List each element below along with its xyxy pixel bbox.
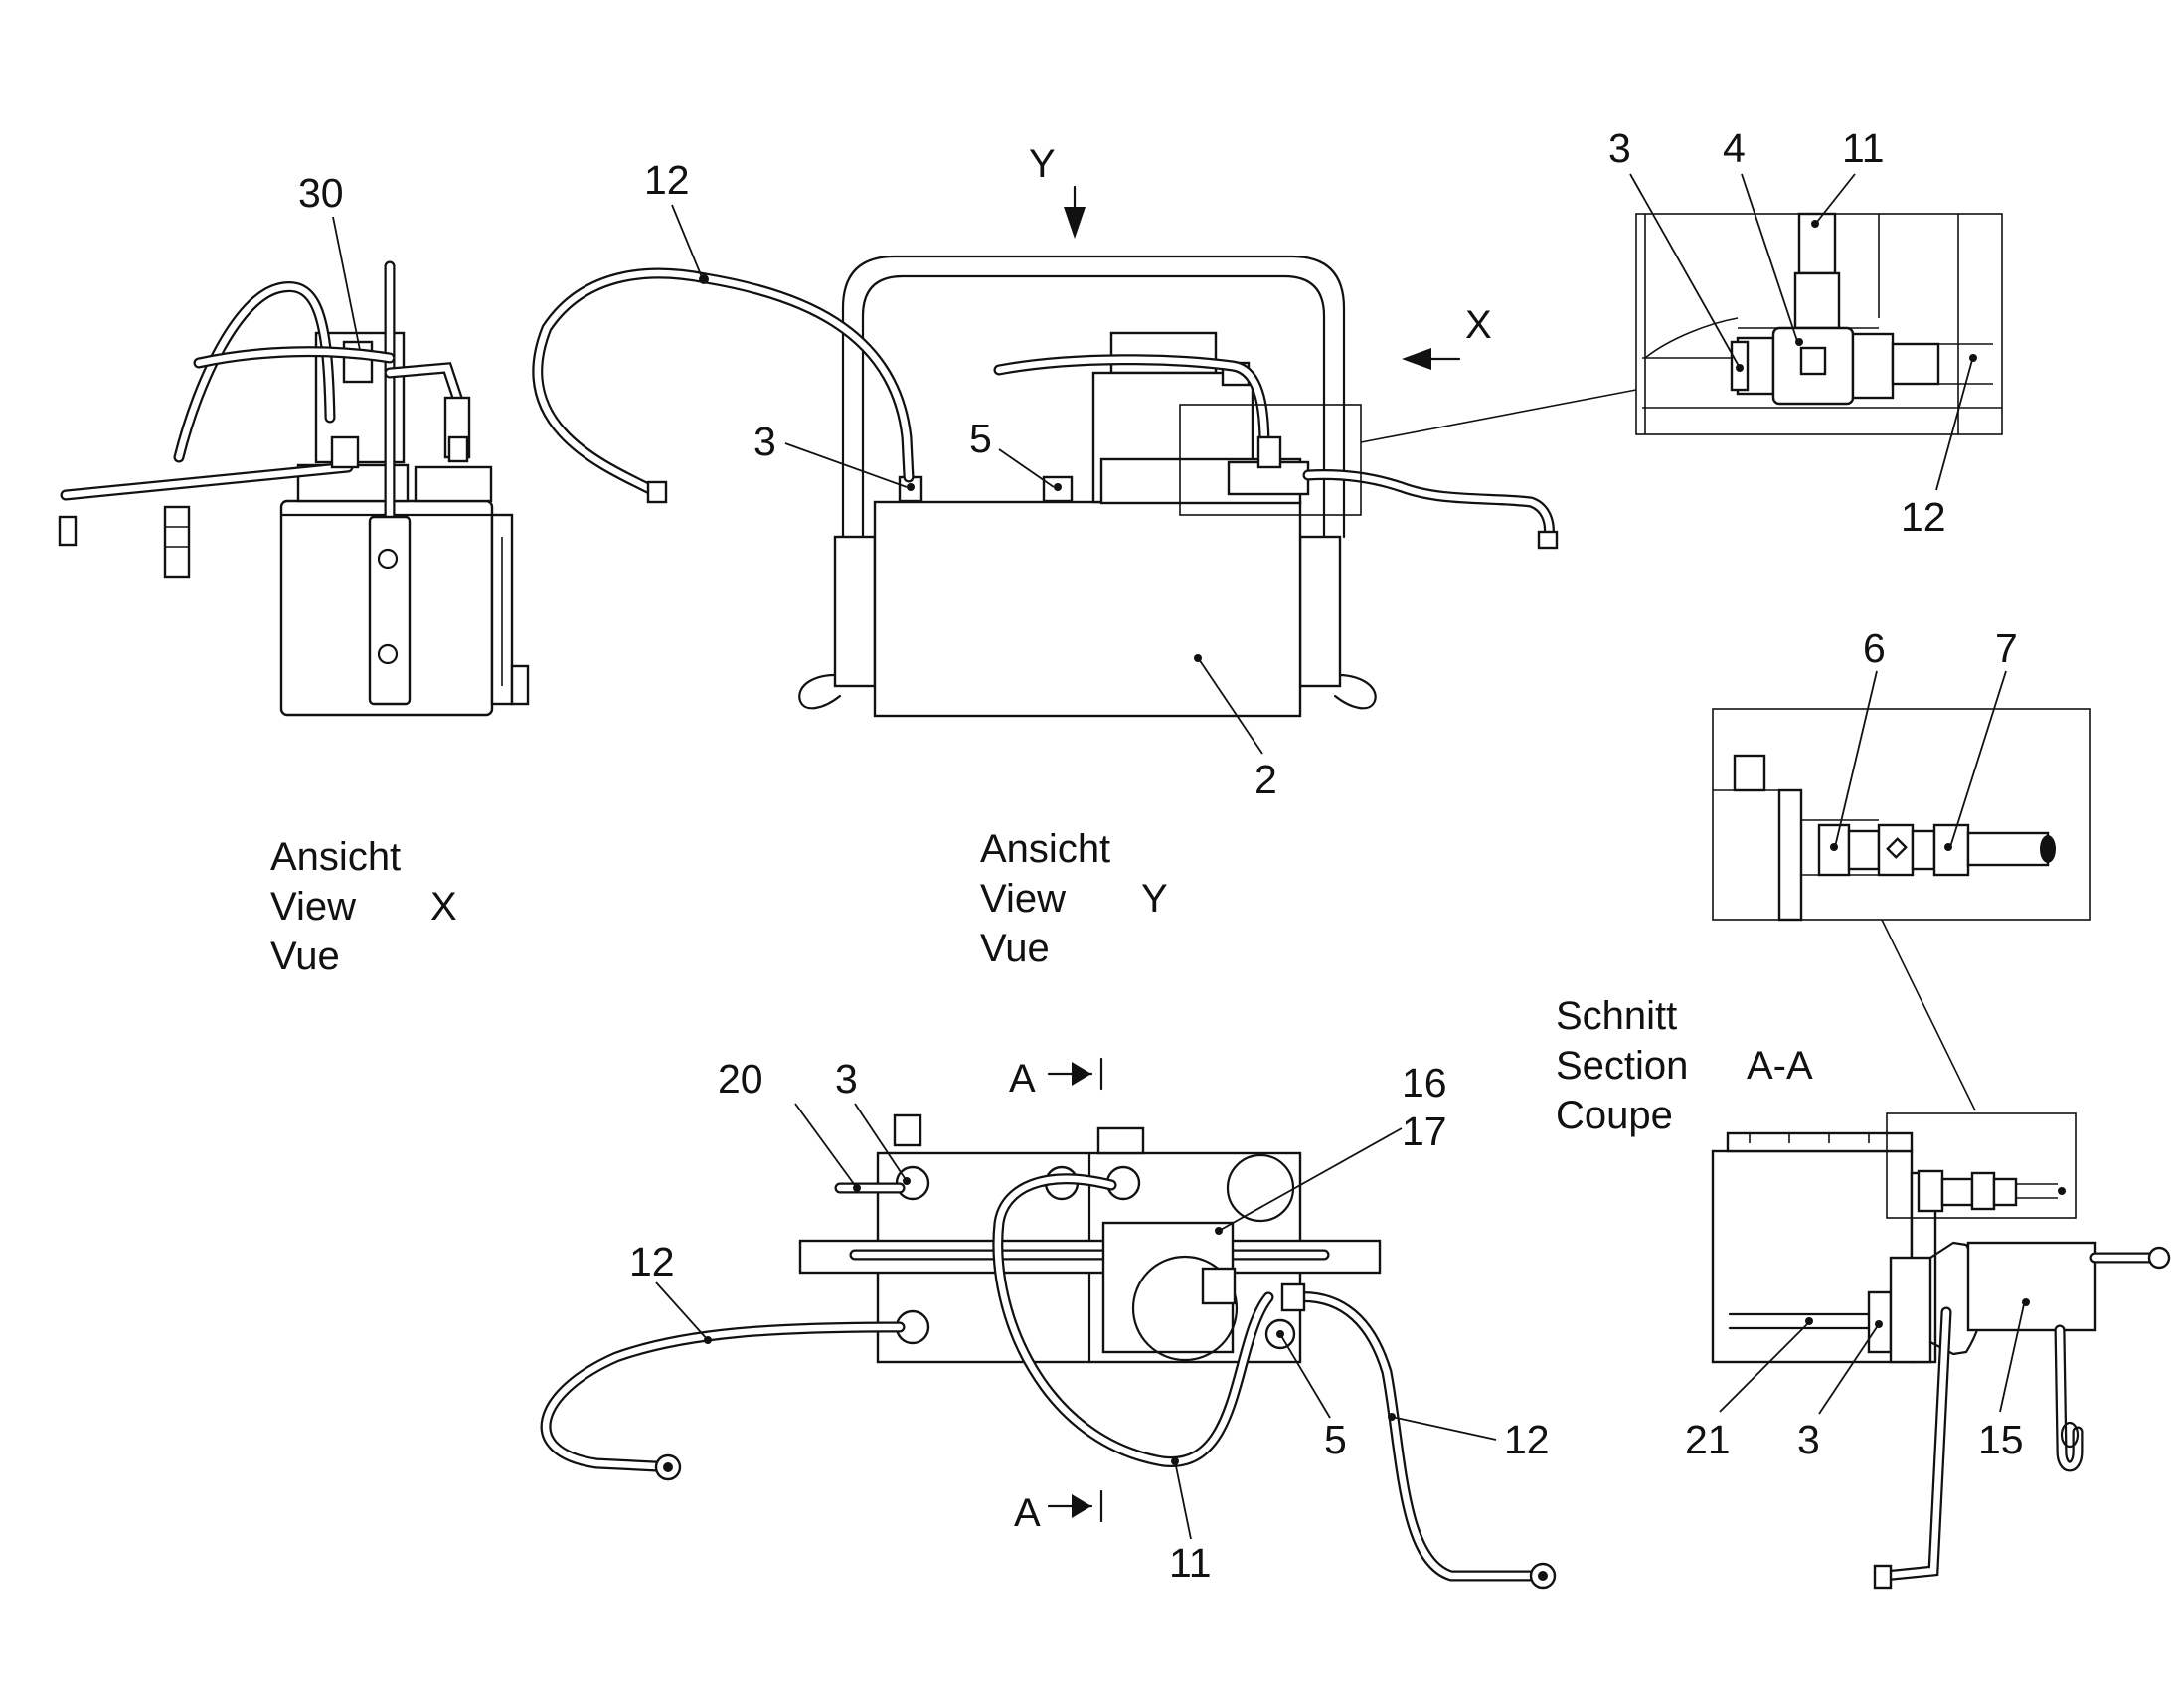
callout-11-detail: 11 (1842, 125, 1885, 171)
callout-30: 30 (298, 170, 344, 216)
callout-20: 20 (718, 1056, 763, 1102)
callout-11-bottom: 11 (1169, 1540, 1212, 1586)
callout-5-view-y: 5 (969, 416, 992, 461)
callout-7: 7 (1995, 625, 2018, 671)
callout-16: 16 (1402, 1060, 1447, 1106)
callout-4-detail: 4 (1723, 125, 1746, 171)
callout-6: 6 (1863, 625, 1886, 671)
caption-view-x-line2: View (270, 885, 356, 929)
view-y-drawing (532, 185, 1559, 718)
caption-section-line1: Schnitt (1556, 994, 1677, 1038)
caption-view-x-line1: Ansicht (270, 835, 401, 879)
detail-view-drawing (1360, 212, 2003, 443)
caption-view-y: Ansicht View Vue Y (980, 827, 1168, 970)
caption-section: Schnitt Section Coupe A-A (1556, 994, 1813, 1137)
caption-view-y-line3: Vue (980, 927, 1050, 970)
callout-21: 21 (1685, 1417, 1731, 1462)
callout-3-view-y: 3 (753, 419, 776, 464)
view-x-drawing (58, 260, 530, 717)
callout-12-detail: 12 (1901, 494, 1946, 540)
caption-section-tag: A-A (1747, 1044, 1813, 1088)
marker-a-bottom: A (1014, 1491, 1041, 1535)
callout-5-bottom: 5 (1324, 1417, 1347, 1462)
caption-view-y-tag: Y (1141, 877, 1168, 921)
marker-a-top: A (1009, 1057, 1036, 1101)
marker-x: X (1465, 303, 1492, 347)
caption-section-line3: Coupe (1556, 1094, 1673, 1137)
callout-3-detail: 3 (1608, 125, 1631, 171)
caption-section-line2: Section (1556, 1044, 1688, 1088)
callout-12-top: 12 (644, 157, 690, 203)
section-detail-drawing (1712, 708, 2091, 1111)
callout-2: 2 (1254, 757, 1277, 802)
callout-12-bottom-right: 12 (1504, 1417, 1550, 1462)
marker-y: Y (1029, 142, 1056, 186)
callout-3-section: 3 (1797, 1417, 1820, 1462)
bottom-view-drawing (540, 1057, 1557, 1590)
callout-17: 17 (1402, 1109, 1447, 1154)
caption-view-x-tag: X (430, 885, 457, 929)
callout-12-bottom-left: 12 (629, 1239, 675, 1284)
caption-view-y-line1: Ansicht (980, 827, 1110, 871)
callout-15: 15 (1978, 1417, 2024, 1462)
caption-view-y-line2: View (980, 877, 1066, 921)
callout-3-bottom: 3 (835, 1056, 858, 1102)
section-a-a-drawing (1711, 1112, 2171, 1590)
caption-view-x: Ansicht View Vue X (270, 835, 457, 978)
caption-view-x-line3: Vue (270, 935, 340, 978)
